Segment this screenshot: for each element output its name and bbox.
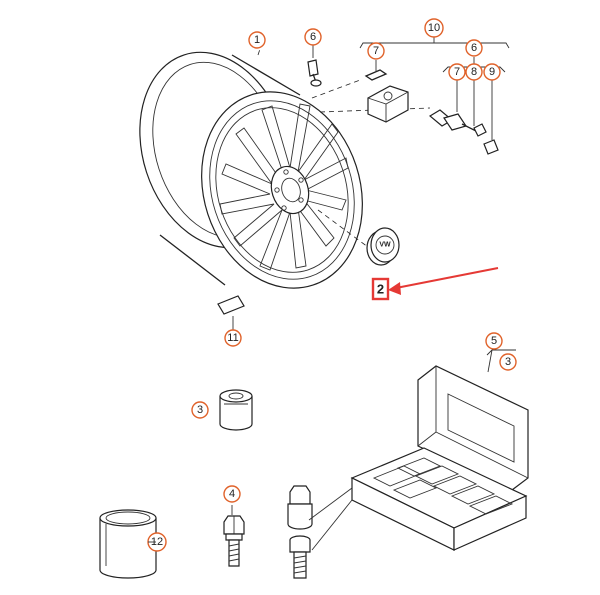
svg-text:7: 7	[373, 45, 379, 57]
svg-text:9: 9	[489, 66, 495, 78]
lock-set-case[interactable]	[350, 365, 529, 551]
wheel-lock-adapter[interactable]	[219, 389, 253, 431]
callout-1[interactable]: 1	[248, 31, 266, 49]
tpms-sensor[interactable]	[364, 69, 409, 123]
svg-text:11: 11	[227, 332, 238, 344]
balance-weight[interactable]	[217, 295, 245, 315]
svg-text:1: 1	[254, 34, 260, 46]
lock-key[interactable]	[287, 485, 313, 530]
callout-12[interactable]: 12	[147, 532, 167, 552]
svg-text:8: 8	[471, 66, 477, 78]
svg-text:10: 10	[428, 22, 440, 34]
callout-9[interactable]: 9	[483, 63, 501, 81]
callout-8[interactable]: 8	[465, 63, 483, 81]
wheel-rim[interactable]	[116, 33, 387, 310]
callout-3[interactable]: 3	[191, 401, 209, 419]
callout-11[interactable]: 11	[224, 329, 242, 347]
svg-text:3: 3	[197, 404, 203, 416]
callout-4[interactable]: 4	[223, 485, 241, 503]
valve-stem[interactable]	[307, 59, 322, 87]
svg-text:7: 7	[454, 66, 460, 78]
locking-bolt[interactable]	[289, 535, 311, 579]
wheel-bolt[interactable]	[223, 515, 245, 567]
svg-text:5: 5	[491, 335, 497, 347]
tpms-bracket	[359, 42, 510, 49]
center-cap[interactable]: VW	[366, 227, 400, 266]
highlight-arrow	[388, 267, 499, 295]
callout-3-set[interactable]: 3	[499, 353, 517, 371]
callout-2-highlighted[interactable]: 2	[371, 277, 390, 301]
callout-5[interactable]: 5	[485, 332, 503, 350]
svg-text:4: 4	[229, 488, 235, 500]
valve-assembly[interactable]	[428, 109, 499, 155]
callout-10[interactable]: 10	[424, 18, 444, 38]
svg-text:2: 2	[377, 282, 384, 297]
callout-7-sensor[interactable]: 7	[367, 42, 385, 60]
vw-emblem: VW	[379, 242, 391, 249]
svg-text:12: 12	[151, 536, 163, 548]
paint-tin[interactable]	[99, 509, 157, 579]
cap-leader	[317, 209, 373, 251]
svg-text:6: 6	[310, 31, 316, 43]
callout-6-parts[interactable]: 6	[465, 39, 483, 57]
callout-6-valve[interactable]: 6	[304, 28, 322, 46]
svg-text:6: 6	[471, 42, 477, 54]
svg-text:3: 3	[505, 356, 511, 368]
callout-7[interactable]: 7	[448, 63, 466, 81]
